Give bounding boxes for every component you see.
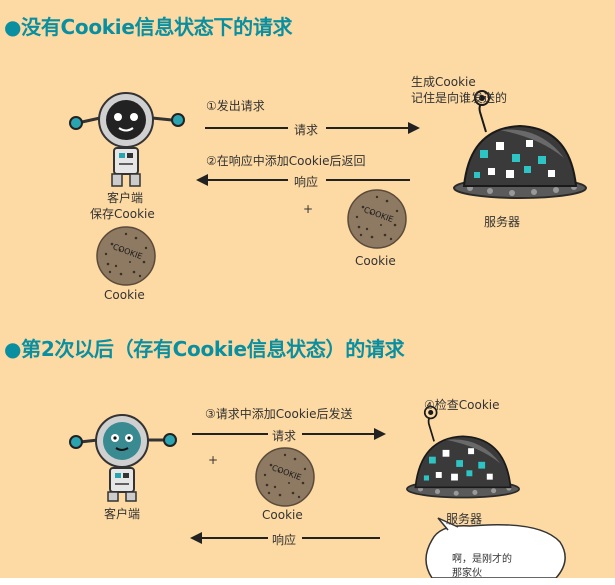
- server-icon: [406, 405, 520, 499]
- client-cookie-label: Cookie: [104, 288, 145, 302]
- request-label: 请求: [294, 123, 319, 137]
- step1-label: ①发出请求: [206, 99, 265, 113]
- client-save-cookie-label: 保存Cookie: [90, 207, 155, 221]
- client-label: 客户端: [107, 191, 144, 205]
- response-cookie-icon: COOKIE: [347, 189, 407, 249]
- step2-label: ②在响应中添加Cookie后返回: [206, 154, 366, 168]
- section1-title: ●没有Cookie信息状态下的请求: [4, 15, 293, 39]
- response-cookie-label: Cookie: [355, 254, 396, 268]
- request-cookie-icon: COOKIE: [255, 447, 315, 507]
- plus-sign: +: [208, 453, 219, 467]
- step3-label: ③请求中添加Cookie后发送: [205, 407, 353, 421]
- client-robot-icon: [69, 92, 185, 187]
- speech-line2: 那家伙: [452, 568, 482, 579]
- server-label: 服务器: [446, 512, 483, 526]
- client-robot-icon: [69, 414, 177, 502]
- server-note-line1: 生成Cookie: [411, 75, 476, 89]
- response-label: 响应: [272, 533, 297, 547]
- bottom-bar: [0, 578, 615, 585]
- server-label: 服务器: [484, 215, 521, 229]
- speech-line1: 啊，是刚才的: [452, 554, 512, 565]
- response-arrow: [190, 532, 380, 544]
- cookie-label: Cookie: [262, 508, 303, 522]
- request-arrow: [192, 428, 386, 440]
- request-label: 请求: [272, 429, 297, 443]
- step4-label: ④检查Cookie: [424, 398, 500, 412]
- response-label: 响应: [294, 175, 319, 189]
- request-arrow: [205, 122, 420, 134]
- plus-sign: +: [303, 202, 314, 216]
- server-note-line2: 记住是向谁发送的: [411, 91, 508, 105]
- section2-title: ●第2次以后（存有Cookie信息状态）的请求: [4, 337, 405, 361]
- response-arrow: [196, 174, 410, 186]
- client-cookie-icon: COOKIE: [96, 226, 156, 286]
- client-label: 客户端: [104, 507, 141, 521]
- speech-bubble: [425, 517, 566, 579]
- server-icon: [453, 90, 587, 199]
